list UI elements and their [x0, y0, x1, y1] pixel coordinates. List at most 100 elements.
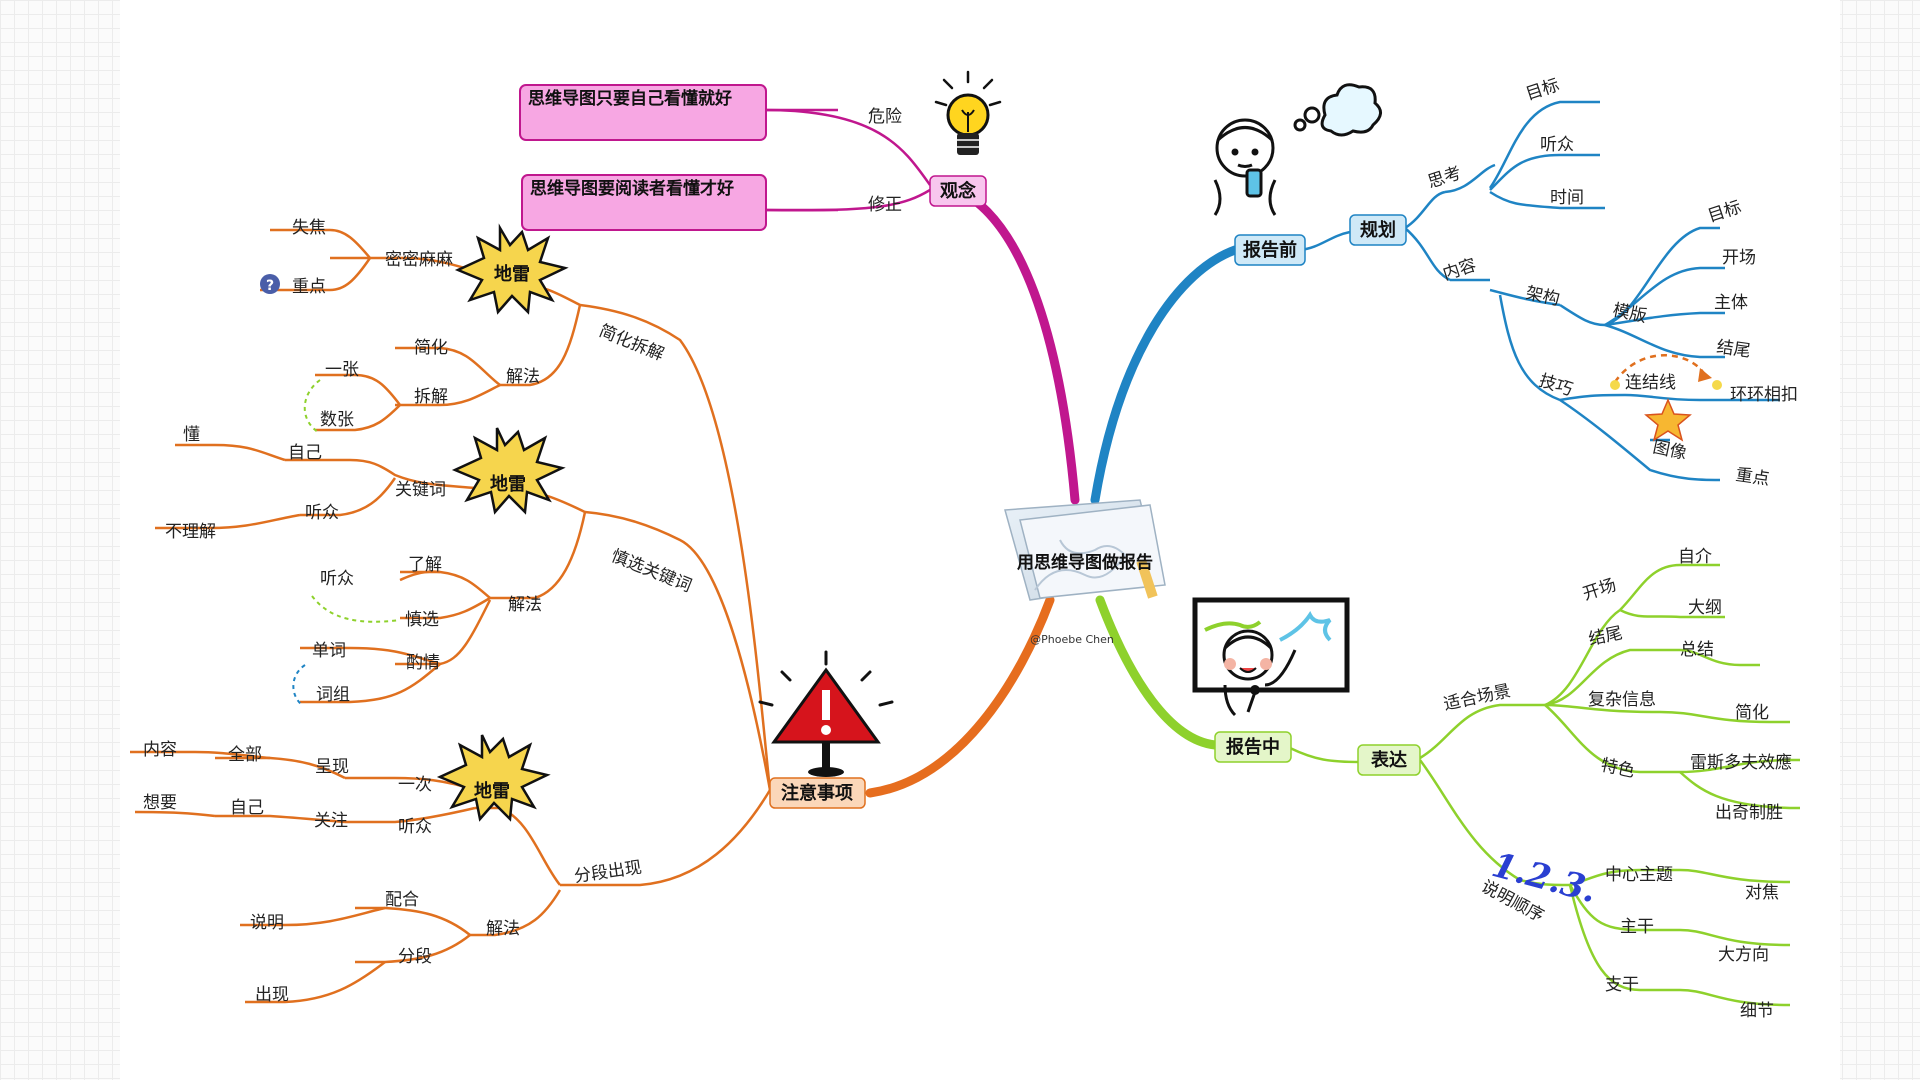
during-label: 报告中	[1226, 736, 1280, 758]
express-node[interactable]	[1357, 744, 1421, 776]
order-item-2-label: 主干	[1620, 917, 1654, 937]
template-item-2: 开场	[1722, 248, 1756, 268]
skill-label: 技巧	[1536, 371, 1575, 401]
during-branch-lines	[1289, 563, 1800, 1007]
template-item-3: 主体	[1714, 293, 1748, 313]
seg-present-label: 呈现	[315, 757, 349, 777]
simplify-split-label: 拆解	[414, 387, 448, 407]
mine-icon	[436, 734, 551, 822]
opening-label: 开场	[1580, 575, 1619, 605]
ending-item: 总结	[1680, 640, 1714, 660]
fix-box-text: 思维导图要阅读者看懂才好	[530, 178, 734, 199]
complex-item: 简化	[1735, 703, 1769, 723]
order-item-3-value: 细节	[1740, 1001, 1774, 1021]
mine-label-2: 地雷	[490, 473, 526, 495]
seg-appear-label: 出现	[255, 985, 289, 1005]
seg-seg-label: 分段	[398, 947, 432, 967]
kw-not-understand-label: 不理解	[165, 522, 216, 542]
plan-node[interactable]	[1349, 214, 1407, 246]
kw-understand-label: 懂	[183, 425, 200, 445]
think-item-3: 时间	[1550, 188, 1584, 208]
seg-explain-label: 说明	[250, 913, 284, 933]
simplify-label: 简化拆解	[596, 321, 667, 365]
branch-during	[1095, 595, 1220, 750]
kw-label: 关键词	[395, 480, 446, 500]
seg-cooperate-label: 配合	[385, 890, 419, 910]
template-item-4: 结尾	[1715, 337, 1751, 362]
simplify-one-label: 一张	[325, 360, 359, 380]
fix-box[interactable]	[521, 174, 767, 231]
kw-audience-label: 听众	[305, 503, 339, 523]
dense-label: 密密麻麻	[385, 250, 453, 270]
plan-label: 规划	[1360, 219, 1396, 241]
mine-icon	[451, 427, 566, 515]
ending-label: 结尾	[1587, 623, 1624, 650]
feature-item-2: 出奇制胜	[1715, 803, 1783, 823]
notes-node[interactable]	[769, 777, 866, 809]
seg-solution-label: 解法	[486, 919, 520, 939]
main-branches	[865, 185, 1240, 798]
kw-self-label: 自己	[288, 443, 322, 463]
seg-attention-label: 听众	[398, 817, 432, 837]
simplify-simplify-label: 简化	[414, 338, 448, 358]
danger-box-text: 思维导图只要自己看懂就好	[528, 88, 732, 109]
svg-text:?: ?	[266, 278, 274, 294]
center-author: @Phoebe Chen	[1030, 633, 1114, 646]
seg-once-label: 一次	[398, 775, 432, 795]
concept-label: 观念	[940, 180, 976, 202]
link-line-label: 连结线	[1625, 373, 1676, 393]
kw-know-audience-label: 听众	[320, 569, 354, 589]
star-icon	[1644, 398, 1692, 442]
structure-label: 架构	[1524, 283, 1561, 310]
link-result-label: 环环相扣	[1730, 385, 1798, 405]
before-label: 报告前	[1243, 239, 1297, 261]
kw-solution-label: 解法	[508, 595, 542, 615]
order-item-2-value: 大方向	[1718, 945, 1769, 965]
question-icon	[260, 274, 280, 294]
left-grid-panel	[0, 0, 120, 1080]
branch-before	[1090, 245, 1240, 505]
key-label: 重点	[292, 277, 326, 297]
before-branch-lines	[1299, 100, 1780, 482]
mine-icon	[454, 223, 569, 315]
notes-label: 注意事项	[781, 782, 853, 804]
danger-label: 危险	[868, 107, 902, 127]
opening-item-2: 大纲	[1688, 598, 1722, 618]
order-item-1-label: 中心主题	[1605, 865, 1673, 885]
warning-icon	[758, 650, 894, 777]
mindmap-canvas: 观念 危险 修正 思维导图只要自己看懂就好 思维导图要阅读者看懂才好	[120, 0, 1840, 1080]
think-item-2: 听众	[1540, 135, 1574, 155]
seg-self-label: 自己	[230, 798, 264, 818]
order-item-3-label: 支干	[1605, 975, 1639, 995]
kw-consider-label: 酌情	[406, 653, 440, 673]
kw-phrase-label: 词组	[316, 685, 350, 705]
concept-branch	[764, 108, 932, 212]
order-item-1-value: 对焦	[1745, 883, 1779, 903]
lost-focus-label: 失焦	[292, 218, 326, 238]
fix-label: 修正	[868, 195, 902, 215]
center-title: 用思维导图做报告	[1017, 552, 1153, 573]
danger-box[interactable]	[519, 84, 767, 141]
seg-focus-label: 关注	[314, 811, 348, 831]
feature-item-1: 雷斯多夫效應	[1690, 752, 1792, 773]
opening-item-1: 自介	[1678, 547, 1712, 567]
link-arrow	[1613, 354, 1707, 383]
mine-label-1: 地雷	[494, 263, 530, 285]
think-item-1: 目标	[1523, 75, 1562, 105]
before-node[interactable]	[1234, 234, 1306, 266]
complex-label: 复杂信息	[1588, 690, 1656, 710]
seg-all-label: 全部	[228, 745, 262, 765]
branch-concept	[953, 185, 1080, 505]
during-node[interactable]	[1214, 731, 1292, 763]
lightbulb-icon	[934, 70, 1002, 155]
branch-notes	[865, 595, 1055, 798]
mine-label-3: 地雷	[474, 780, 510, 802]
center-topic[interactable]	[1004, 499, 1166, 601]
image-result-label: 重点	[1734, 465, 1770, 490]
segment-label: 分段出现	[573, 858, 643, 887]
concept-node[interactable]	[929, 175, 987, 207]
keyword-label: 慎选关键词	[608, 546, 694, 596]
kw-word-label: 单词	[312, 641, 346, 661]
feature-label: 特色	[1599, 755, 1636, 782]
seg-content-label: 内容	[143, 740, 177, 760]
